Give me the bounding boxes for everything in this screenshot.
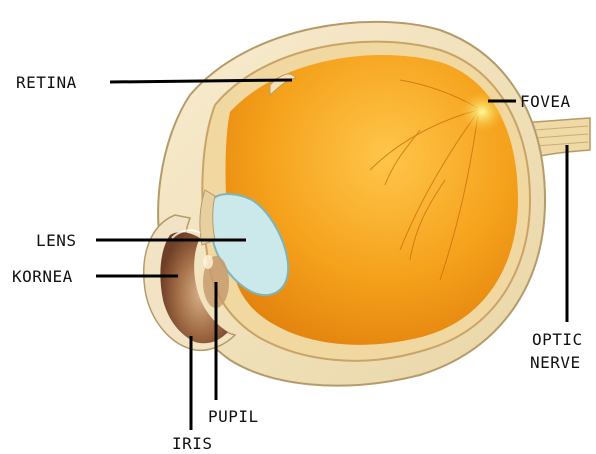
- retina-leader-line: [110, 80, 292, 82]
- iris-label: IRIS: [172, 434, 213, 453]
- optic-nerve-label-line1: OPTIC: [532, 330, 583, 349]
- pupil-label: PUPIL: [208, 407, 259, 426]
- fovea-label: FOVEA: [520, 92, 571, 111]
- retina-label: RETINA: [16, 73, 77, 92]
- kornea-label: KORNEA: [12, 267, 73, 286]
- lens-label: LENS: [36, 231, 77, 250]
- optic-nerve-label-line2: NERVE: [530, 353, 581, 372]
- fovea-spot: [460, 92, 504, 132]
